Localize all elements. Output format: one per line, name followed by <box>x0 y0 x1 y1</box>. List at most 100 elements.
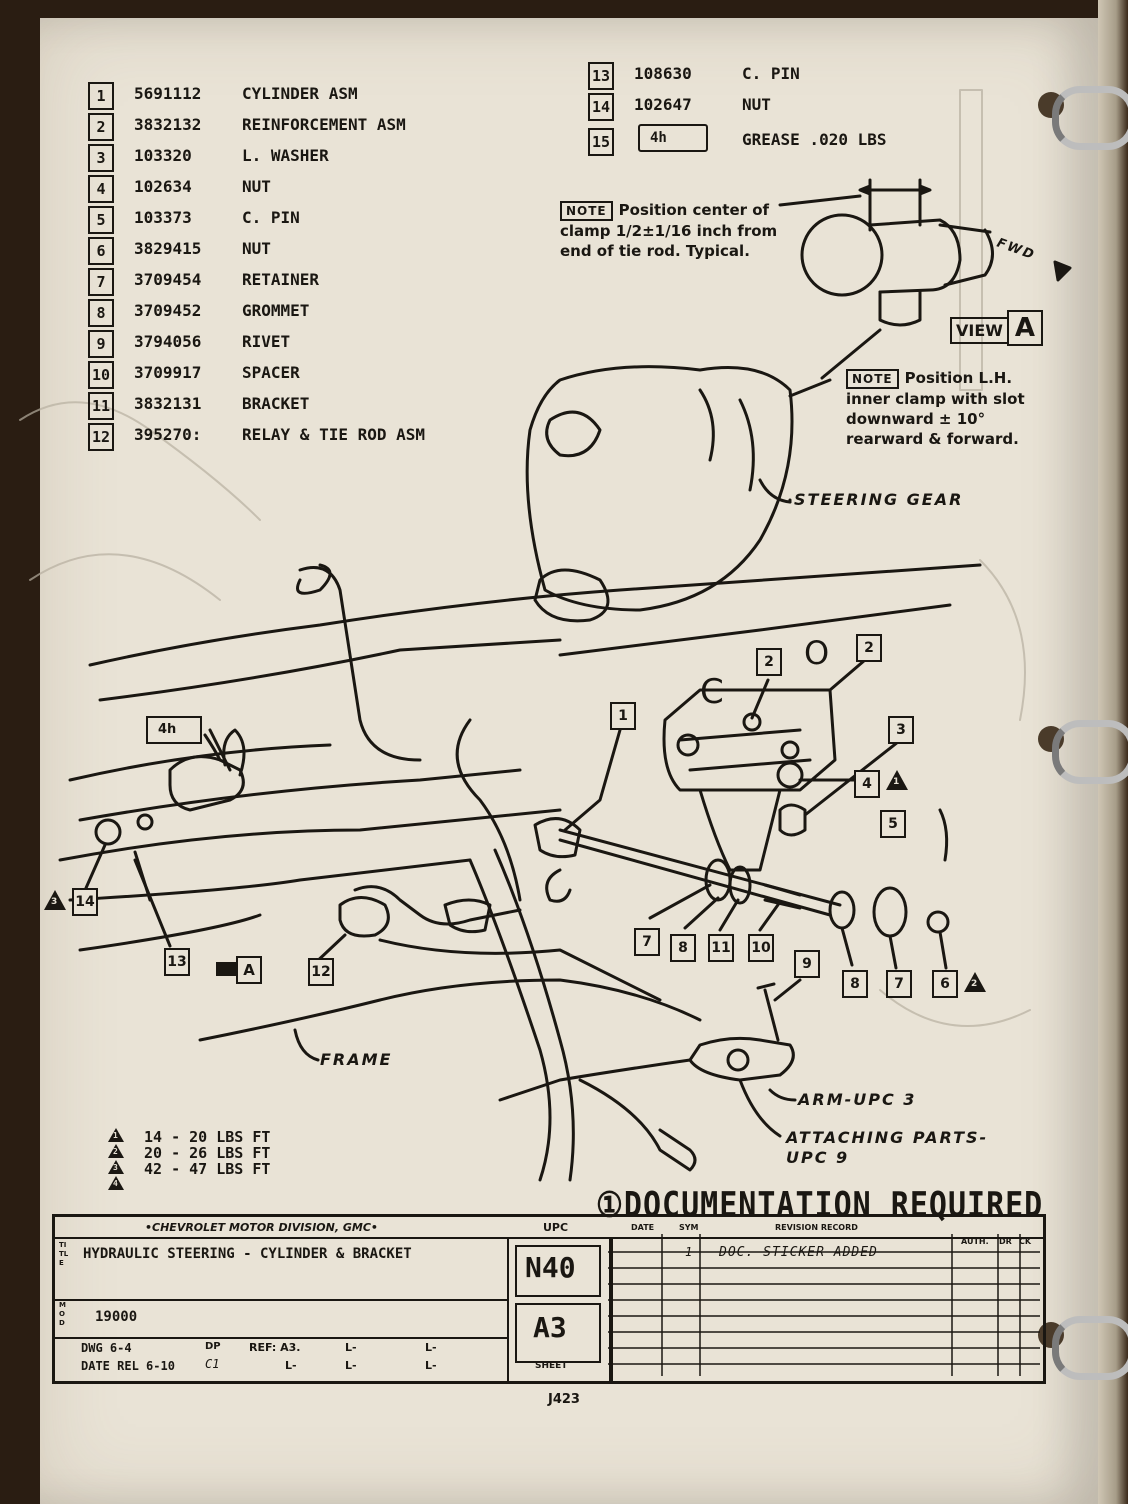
torque-triangle <box>108 1176 124 1190</box>
nut-4 <box>776 761 804 789</box>
upc-cell <box>507 1237 611 1381</box>
part-number: 3829415 <box>134 239 202 258</box>
c-mark: C <box>700 672 724 712</box>
callout-1: 1 <box>610 702 636 730</box>
note-tag: NOTE <box>560 201 613 221</box>
part-number: 5691112 <box>134 84 202 103</box>
nut-6 <box>926 910 950 934</box>
dwg-number: DWG 6-4 <box>81 1341 132 1355</box>
rivet-9 <box>756 982 780 1042</box>
part-description: RETAINER <box>242 270 320 289</box>
col-auth: AUTH. <box>961 1237 989 1246</box>
part-description: CYLINDER ASM <box>242 84 358 103</box>
relay-rod-end <box>338 896 390 938</box>
leader-6 <box>938 930 948 970</box>
callout-8: 8 <box>842 970 868 998</box>
torque-triangle-1: 1 <box>886 770 908 790</box>
hydraulic-cylinder <box>168 755 245 812</box>
clamp-ball <box>800 213 884 297</box>
part-index: 10 <box>88 361 114 389</box>
callout-3: 3 <box>888 716 914 744</box>
bleed-through-lines <box>19 89 1031 1027</box>
part-number: 103373 <box>134 208 192 227</box>
sheet-code: A3 <box>533 1311 567 1344</box>
part-description: C. PIN <box>742 64 800 83</box>
callout-6: 6 <box>932 970 958 998</box>
torque-mark: 4 <box>113 1179 118 1188</box>
part-index: 12 <box>88 423 114 451</box>
frame-rail-line <box>78 913 262 952</box>
part-description: REINFORCEMENT ASM <box>242 115 406 134</box>
binder-edge <box>1098 0 1128 1504</box>
torque-triangle <box>108 1128 124 1142</box>
upc-code-box <box>515 1245 601 1297</box>
clamp-body <box>868 218 962 294</box>
callout-7: 7 <box>634 928 660 956</box>
frame-rail-line <box>558 603 952 657</box>
part-index: 4 <box>88 175 114 203</box>
callout-4: 4 <box>854 770 880 798</box>
leader-8 <box>840 926 854 967</box>
upc-code: N40 <box>525 1251 576 1284</box>
part-index: 13 <box>588 62 614 90</box>
spindle <box>578 1078 697 1172</box>
triangle-mark: 3 <box>51 897 58 907</box>
callout-2: 2 <box>856 634 882 662</box>
attaching-parts-label: ATTACHING PARTS- UPC 9 <box>786 1128 989 1167</box>
ref-mark: L- <box>345 1341 357 1354</box>
model-number: 19000 <box>95 1309 138 1325</box>
leader-1 <box>563 728 622 832</box>
leader-7 <box>648 883 712 920</box>
clamp-bolt <box>878 290 922 327</box>
documentation-required-stamp: ①DOCUMENTATION REQUIRED <box>596 1185 1044 1226</box>
binder-ring <box>1052 1316 1128 1380</box>
torque-triangle-2: 2 <box>964 972 986 992</box>
title-block: •CHEVROLET MOTOR DIVISION, GMC• UPC DATE… <box>52 1214 1046 1384</box>
callout-13: 13 <box>164 948 190 976</box>
division-name: •CHEVROLET MOTOR DIVISION, GMC• <box>145 1221 378 1234</box>
note-text: Position L.H. inner clamp with slot down… <box>846 369 1025 448</box>
part-description: BRACKET <box>242 394 310 413</box>
binder-ring <box>1052 86 1128 150</box>
part-index: 9 <box>88 330 114 358</box>
cpin-13 <box>136 813 154 831</box>
part-description: SPACER <box>242 363 300 382</box>
torque-mark: 3 <box>113 1163 118 1172</box>
bracket-bolt <box>676 733 700 757</box>
part-description: NUT <box>742 95 771 114</box>
sheet-code-box <box>515 1303 601 1363</box>
dimension-arrow <box>858 184 932 196</box>
bracket-bolt <box>742 712 762 732</box>
frame-rail-line <box>98 638 562 702</box>
spacer-10 <box>763 883 802 910</box>
frame-rail-line <box>68 743 332 782</box>
arm-label: ARM-UPC 3 <box>798 1090 917 1109</box>
leader-13 <box>133 858 172 948</box>
ref-mark: L- <box>285 1359 297 1372</box>
part-index: 3 <box>88 144 114 172</box>
part-index: 14 <box>588 93 614 121</box>
part-description: RELAY & TIE ROD ASM <box>242 425 426 444</box>
drawing-title: HYDRAULIC STEERING - CYLINDER & BRACKET <box>83 1246 412 1262</box>
note-tag: NOTE <box>846 369 899 389</box>
view-letter: A <box>1006 310 1044 346</box>
callout-11: 11 <box>708 934 734 962</box>
callout-14: 14 <box>72 888 98 916</box>
bracket-bolt <box>780 740 800 760</box>
frame-lower-curve <box>198 978 702 1042</box>
o-mark: O <box>804 634 830 672</box>
ref-mark: L- <box>345 1359 357 1372</box>
leader-7 <box>888 934 898 970</box>
frame-curl <box>296 563 332 595</box>
page-id: J423 <box>548 1392 580 1407</box>
triangle-mark: 1 <box>893 777 900 787</box>
revision-grid <box>608 1234 1040 1376</box>
arm-upc3 <box>688 1036 795 1082</box>
callout-2: 2 <box>756 648 782 676</box>
col-date: DATE <box>631 1223 655 1232</box>
col-revision-record: REVISION RECORD <box>775 1223 858 1232</box>
leader-14 <box>84 843 107 890</box>
cylinder-end <box>533 817 582 859</box>
note-leader <box>820 328 882 380</box>
